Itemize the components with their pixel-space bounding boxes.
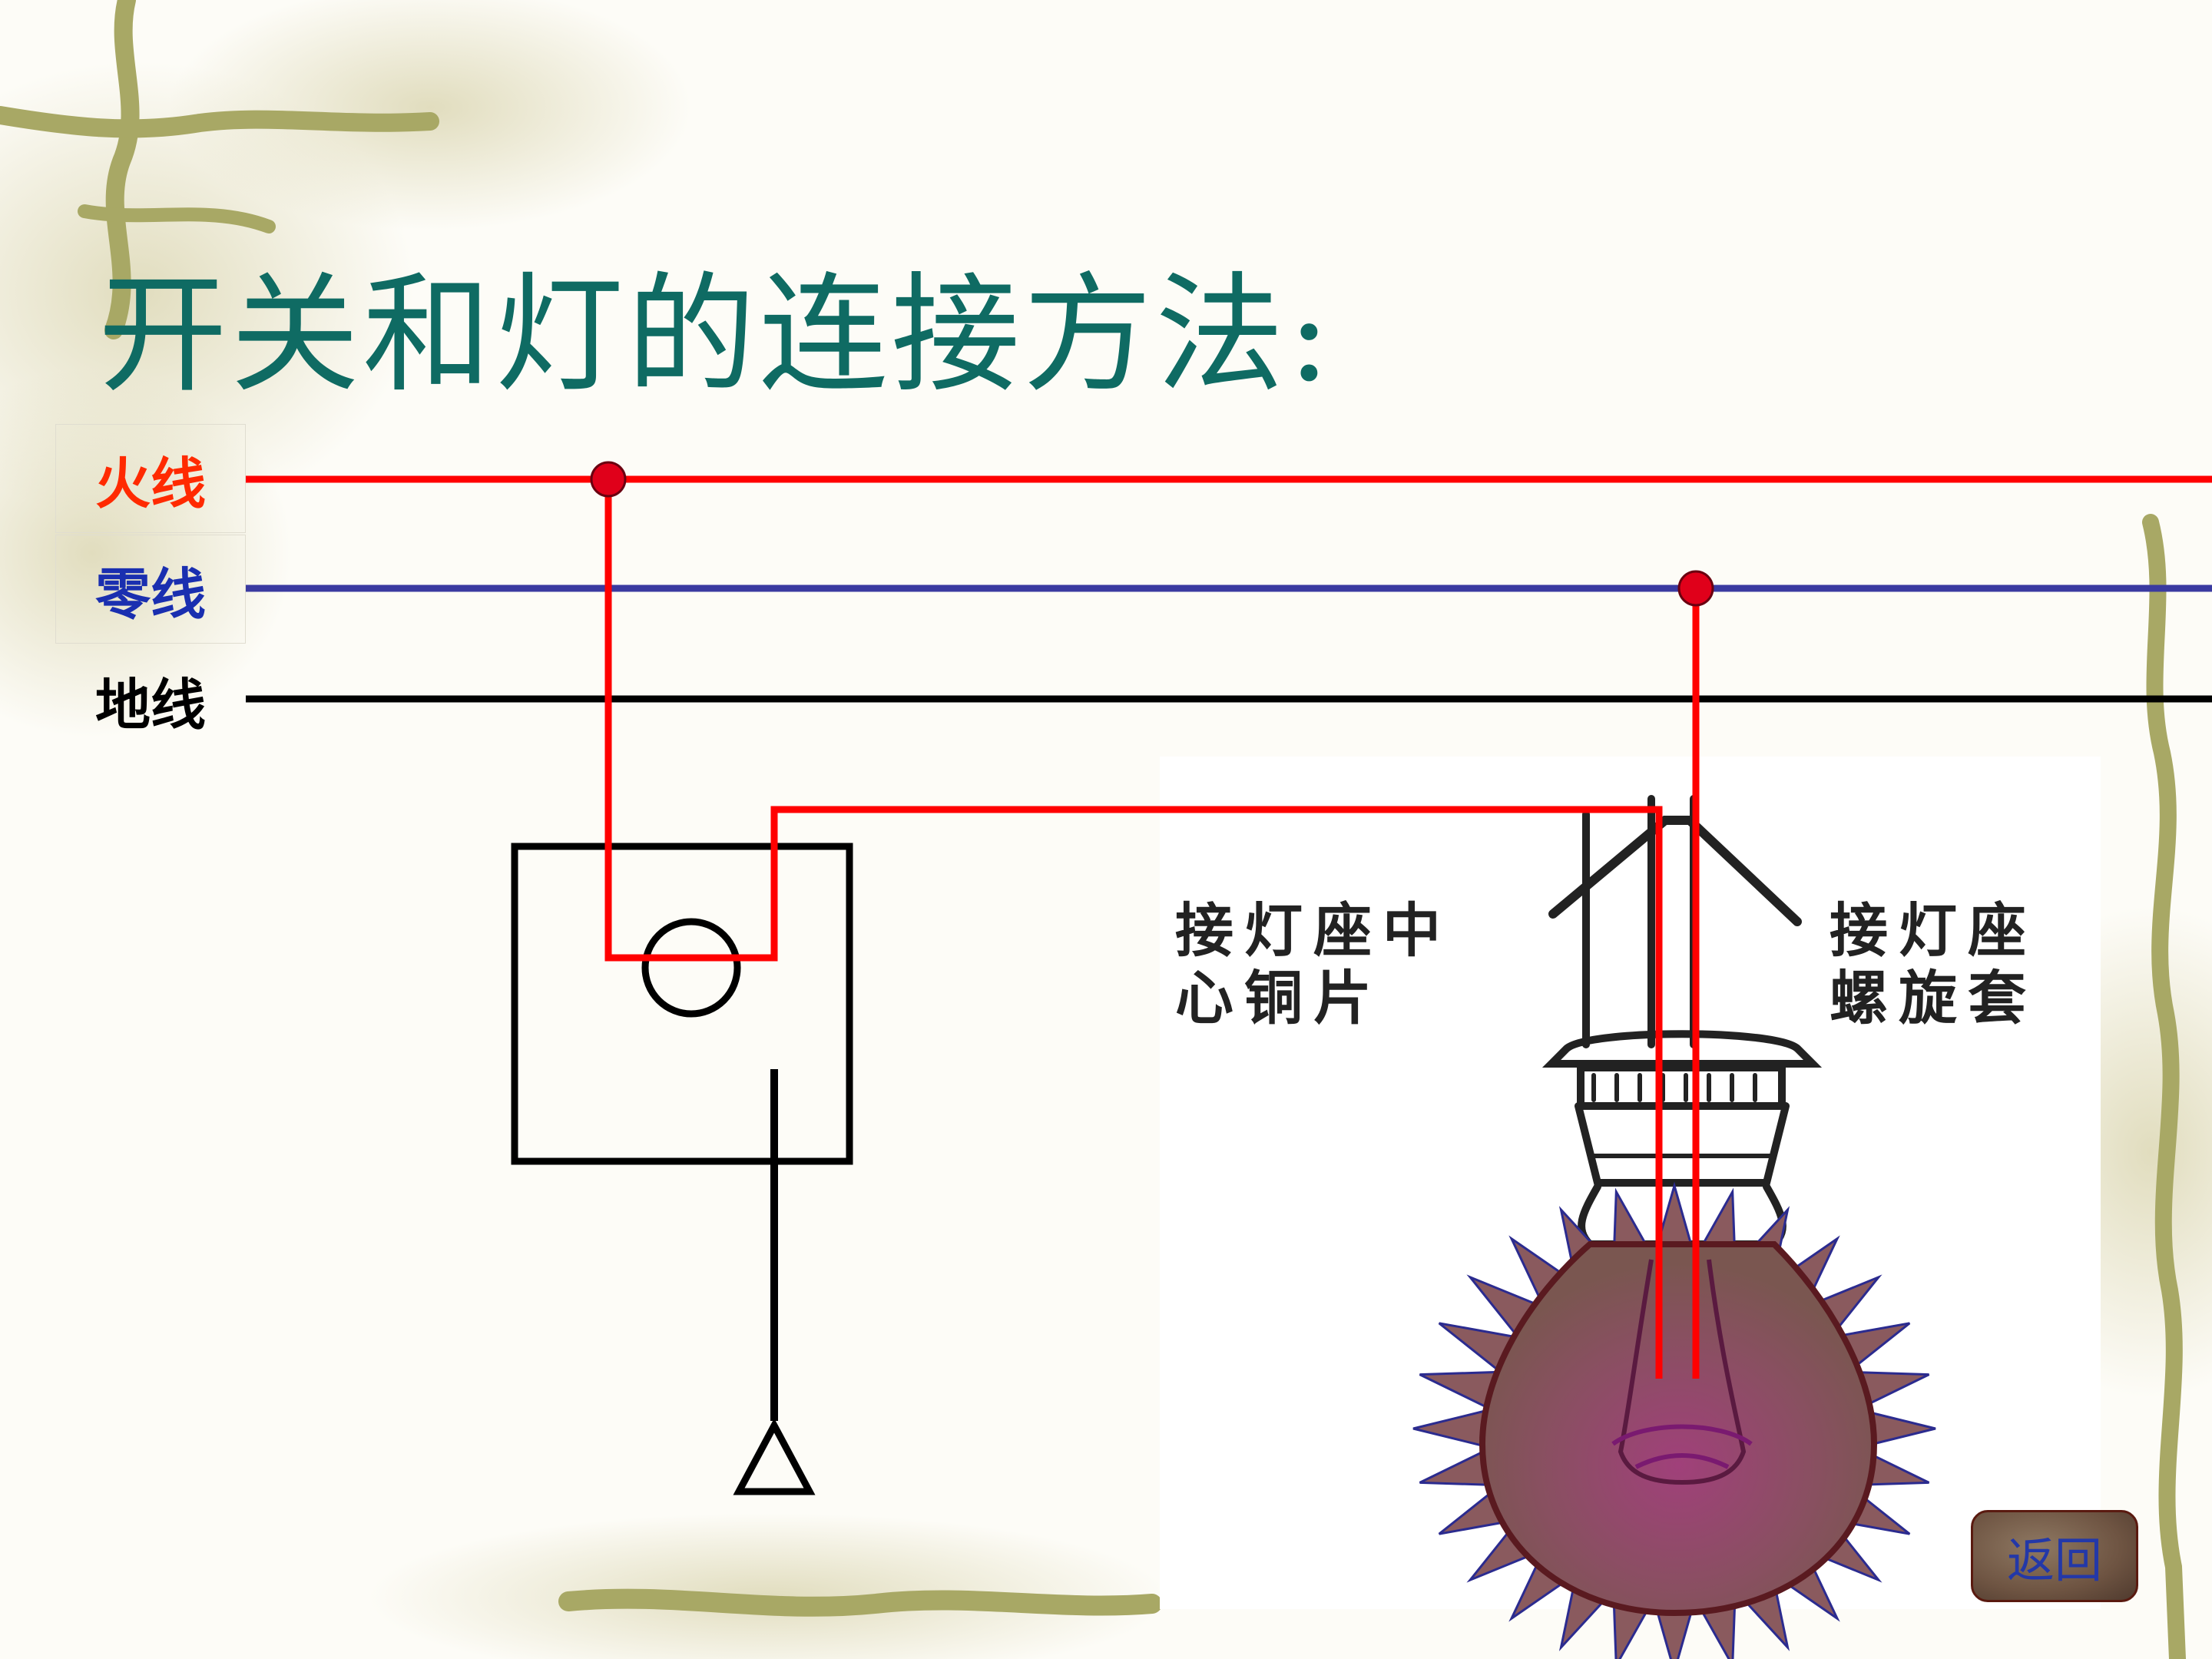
center-contact-label: 接灯座中 心铜片 [1175,897,1452,1032]
live-wire-label: 火线 [55,424,246,533]
thread-sleeve-label-line2: 螺旋套 [1830,964,2037,1032]
center-contact-label-line2: 心铜片 [1175,964,1382,1032]
bulb-holder [1541,795,1823,1248]
bulb-starburst [1412,1181,1936,1659]
thread-sleeve-label: 接灯座 螺旋套 [1830,897,2037,1032]
live-joint-dot [590,461,627,498]
back-button[interactable]: 返回 [1971,1510,2138,1602]
neutral-wire-label: 零线 [55,535,246,644]
neutral-joint-dot [1677,570,1714,607]
thread-sleeve-label-line1: 接灯座 [1830,896,2037,965]
center-contact-label-line1: 接灯座中 [1175,896,1452,965]
switch-pull-triangle [733,1418,816,1495]
page-title: 开关和灯的连接方法: [98,260,1334,410]
switch-contact [641,918,741,1018]
switch-feed-wires [604,479,1700,1379]
switch-box [511,843,853,1495]
ground-wire-label: 地线 [94,672,206,737]
